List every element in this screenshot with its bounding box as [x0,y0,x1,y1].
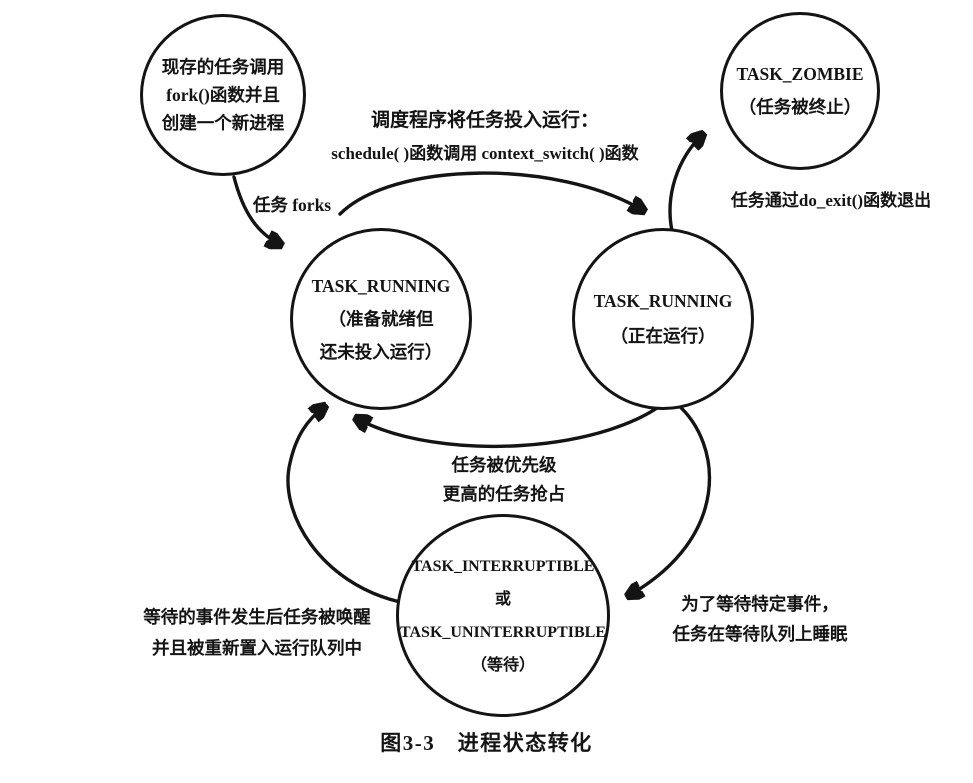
arrow-scheduler-dispatch [338,171,644,214]
arrow-wake-up [286,406,402,604]
figure-caption: 图3-3 进程状态转化 [380,731,593,755]
node-task-running-ready: TASK_RUNNING （准备就绪但 还未投入运行） [290,228,472,410]
edge-label-preempted: 任务被优先级 更高的任务抢占 [392,451,616,509]
node-text-line: 创建一个新进程 [161,113,285,133]
node-text-line: （任务被终止） [738,97,862,117]
node-text-line: TASK_RUNNING [593,291,733,311]
edge-label-line: 等待的事件发生后任务被唤醒 [143,607,371,627]
node-text-line: （正在运行） [610,326,716,346]
node-task-running-executing: TASK_RUNNING （正在运行） [572,228,754,410]
edge-label-line: 任务在等待队列上睡眠 [672,624,848,644]
node-text-line: （等待） [470,656,535,674]
edge-label-do-exit: 任务通过do_exit()函数退出 [730,191,932,210]
edge-label-task-forks: 任务 forks [252,195,332,215]
node-task-zombie: TASK_ZOMBIE （任务被终止） [720,12,880,170]
node-existing-task-forks: 现存的任务调用 fork()函数并且 创建一个新进程 [140,14,306,176]
node-text-line: TASK_UNINTERRUPTIBLE [400,623,606,641]
arrow-preempted [356,395,673,449]
edge-label-wake-up: 等待的事件发生后任务被唤醒 并且被重新置入运行队列中 [113,602,401,664]
node-task-interruptible-wait: TASK_INTERRUPTIBLE 或 TASK_UNINTERRUPTIBL… [396,514,610,717]
node-text-line: TASK_RUNNING [311,275,451,296]
node-text-line: 现存的任务调用 [161,57,285,77]
edge-label-line: schedule( )函数调用 context_switch( )函数 [331,144,639,163]
node-text-line: （准备就绪但 [328,308,434,329]
edge-label-line: 调度程序将任务投入运行： [370,110,599,131]
edge-label-line: 为了等待特定事件， [681,594,839,614]
node-text-line: TASK_INTERRUPTIBLE [411,557,595,575]
edge-label-line: 任务被优先级 [451,455,557,475]
arrow-sleep-on-waitqueue [628,402,712,596]
edge-label-scheduler-dispatch: 调度程序将任务投入运行： schedule( )函数调用 context_swi… [288,104,682,170]
arrow-do-exit [668,134,703,233]
edge-label-line: 更高的任务抢占 [442,484,566,504]
arrow-task-forks [232,175,281,245]
node-text-line: fork()函数并且 [166,85,280,105]
node-text-line: 或 [494,590,511,608]
node-text-line: TASK_ZOMBIE [736,64,864,84]
edge-label-line: 并且被重新置入运行队列中 [152,638,362,658]
edge-label-sleep-on-waitqueue: 为了等待特定事件， 任务在等待队列上睡眠 [633,589,887,649]
node-text-line: 还未投入运行） [319,341,443,362]
